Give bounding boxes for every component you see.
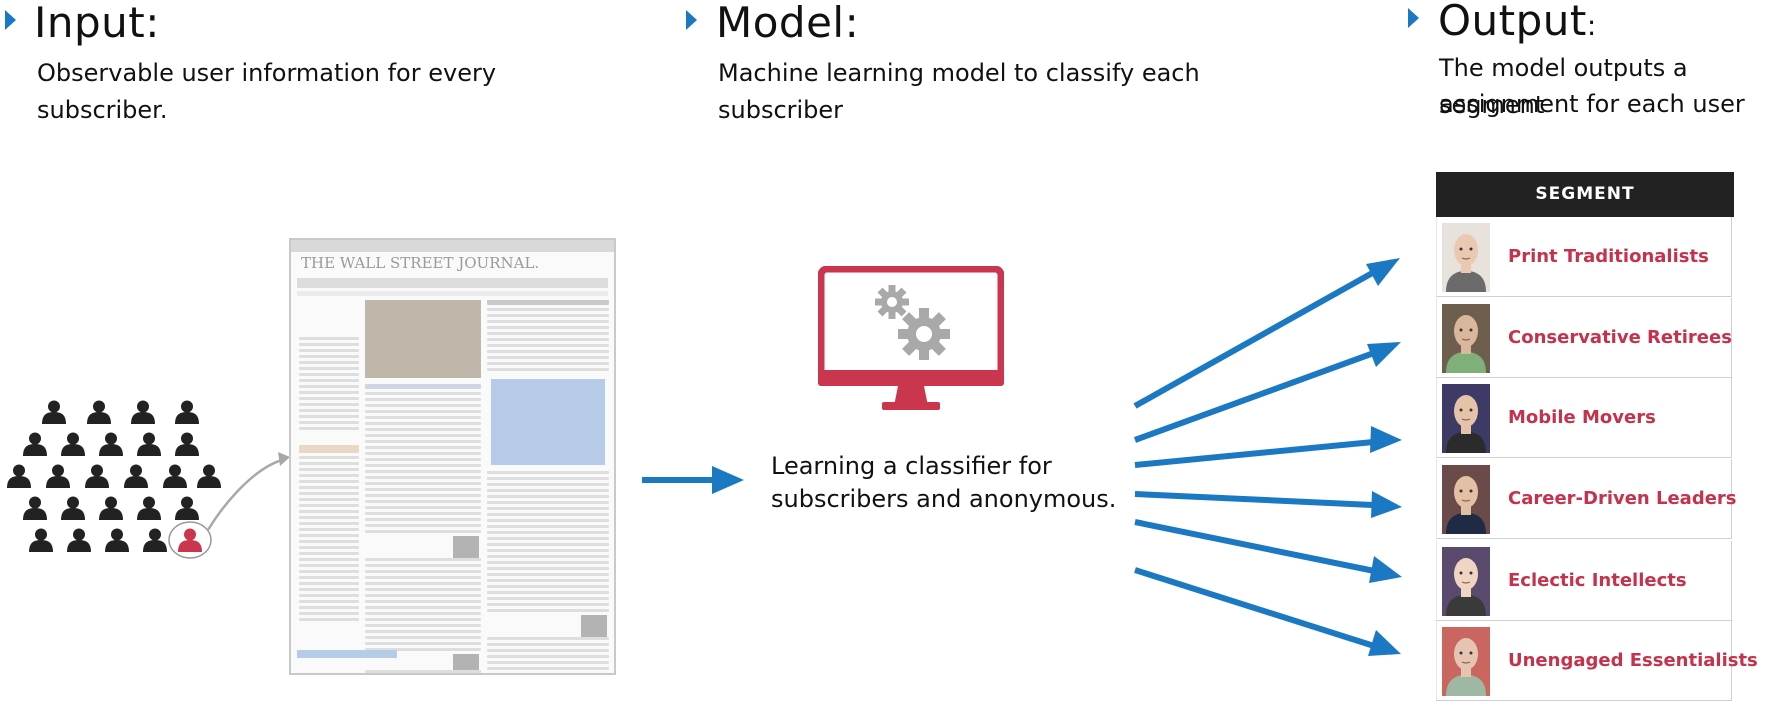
paper-bottom-banner <box>297 650 397 658</box>
paper-right-column <box>487 300 609 673</box>
output-arrows <box>1133 258 1402 656</box>
segment-avatar-icon <box>1442 627 1490 696</box>
output-heading: Output: <box>1438 0 1597 42</box>
segment-row: Mobile Movers <box>1436 378 1732 458</box>
input-description-line2: subscriber. <box>37 96 168 124</box>
segment-row: Print Traditionalists <box>1436 217 1732 297</box>
model-caption-line2: subscribers and anonymous. <box>771 485 1117 513</box>
paper-advertisement <box>491 379 605 465</box>
paper-middle-column <box>365 300 481 673</box>
paper-headline <box>299 304 359 334</box>
paper-subnav-bar <box>297 291 608 296</box>
paper-nav-bar <box>297 278 608 288</box>
model-caption-line1: Learning a classifier for <box>771 452 1052 480</box>
paper-top-bar <box>291 240 614 252</box>
model-description-line1: Machine learning model to classify each <box>718 59 1200 87</box>
input-to-model-arrow <box>642 466 744 494</box>
segment-row: Conservative Retirees <box>1436 298 1732 378</box>
connector-arrow <box>206 452 290 531</box>
input-heading: Input: <box>34 0 160 47</box>
segment-row: Career-Driven Leaders <box>1436 459 1737 539</box>
segment-avatar-icon <box>1442 465 1490 534</box>
segment-label: Eclectic Intellects <box>1508 570 1687 591</box>
output-description-line2: assignment for each user <box>1439 90 1745 118</box>
segment-label: Print Traditionalists <box>1508 246 1709 267</box>
model-description-line2: subscriber <box>718 96 844 124</box>
segment-table-header: SEGMENT <box>1436 172 1734 217</box>
segment-label: Mobile Movers <box>1508 407 1656 428</box>
segment-avatar-icon <box>1442 223 1490 292</box>
paper-photo <box>365 300 481 378</box>
segment-row: Eclectic Intellects <box>1436 541 1732 621</box>
output-heading-text: Output <box>1438 0 1587 45</box>
paper-left-column <box>299 300 359 624</box>
segment-avatar-icon <box>1442 547 1490 616</box>
model-heading: Model: <box>716 0 860 47</box>
monitor-gears-icon <box>818 266 1004 410</box>
gears <box>875 285 950 360</box>
segment-avatar-icon <box>1442 304 1490 373</box>
paper-masthead: THE WALL STREET JOURNAL. <box>301 254 540 272</box>
newspaper-page: THE WALL STREET JOURNAL. <box>289 238 616 675</box>
input-marker-icon <box>5 10 16 30</box>
output-description-line1: The model outputs a segment <box>1439 54 1688 119</box>
segment-label: Career-Driven Leaders <box>1508 488 1737 509</box>
segment-label: Unengaged Essentialists <box>1508 650 1758 671</box>
highlight-circle <box>168 521 212 559</box>
user-crowd <box>7 400 221 559</box>
model-marker-icon <box>686 10 697 30</box>
segment-label: Conservative Retirees <box>1508 327 1732 348</box>
output-heading-colon: : <box>1586 9 1597 42</box>
highlighted-user-icon <box>178 528 202 552</box>
segment-avatar-icon <box>1442 384 1490 453</box>
input-description-line1: Observable user information for every <box>37 59 497 87</box>
segment-row: Unengaged Essentialists <box>1436 621 1758 701</box>
output-marker-icon <box>1408 8 1419 28</box>
